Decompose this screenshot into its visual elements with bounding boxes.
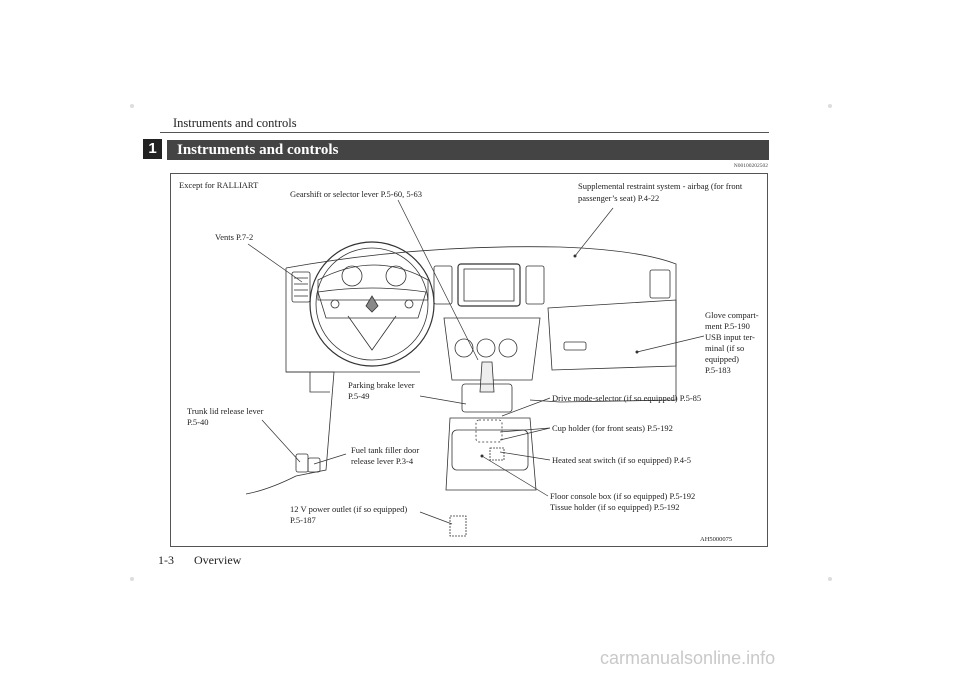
climate-dial-center [476, 338, 496, 358]
page-footer: 1-3 Overview [158, 553, 241, 568]
callout-heated-seat: Heated seat switch (if so equipped) P.4-… [552, 455, 692, 465]
glove-box [547, 299, 677, 371]
variant-label: Except for RALLIART [179, 180, 259, 190]
callout-parking-brake-line2: P.5-49 [348, 391, 370, 401]
callout-trunk-line1: Trunk lid release lever [187, 406, 264, 416]
callout-tissue-holder: Tissue holder (if so equipped) P.5-192 [550, 502, 680, 512]
callout-drive-mode: Drive mode-selector (if so equipped) P.5… [552, 393, 702, 403]
callout-glove-line4: minal (if so [705, 343, 745, 353]
callout-cup-holder: Cup holder (for front seats) P.5-192 [552, 423, 673, 433]
callout-trunk-line2: P.5-40 [187, 417, 209, 427]
callout-vents: Vents P.7-2 [215, 232, 254, 242]
callout-power-outlet-line2: P.5-187 [290, 515, 316, 525]
watermark: carmanualsonline.info [600, 648, 776, 668]
crop-mark [828, 104, 832, 108]
leader-lines [247, 199, 705, 525]
callout-glove-line2: ment P.5-190 [705, 321, 750, 331]
callout-glove-line6: P.5-183 [705, 365, 731, 375]
callout-floor-console: Floor console box (if so equipped) P.5-1… [550, 491, 696, 501]
callout-glove-line3: USB input ter- [705, 332, 755, 342]
chapter-name: Overview [194, 553, 242, 567]
figure-code: AH5000075 [700, 536, 733, 543]
left-vent [291, 271, 311, 303]
callout-srs-airbag-line2: passenger’s seat) P.4-22 [578, 193, 660, 203]
right-vent [649, 269, 671, 299]
climate-dial-left [454, 338, 474, 358]
section-title-bar [167, 140, 769, 160]
fuel-door-release-lever [307, 457, 321, 473]
crop-mark [130, 104, 134, 108]
callout-fuel-line2: release lever P.3-4 [351, 456, 414, 466]
chapter-badge: 1 [143, 139, 162, 159]
climate-dial-right [498, 338, 518, 358]
callout-fuel-line1: Fuel tank filler door [351, 445, 420, 455]
left-lower-panel [245, 371, 335, 495]
center-right-vent [525, 265, 545, 305]
power-outlet [449, 515, 467, 537]
callout-parking-brake-line1: Parking brake lever [348, 380, 415, 390]
running-header: Instruments and controls [173, 116, 297, 130]
crop-mark [130, 577, 134, 581]
steering-wheel [309, 241, 435, 367]
dashboard-illustration [245, 199, 705, 537]
callout-gearshift: Gearshift or selector lever P.5-60, 5-63 [290, 189, 422, 199]
center-console-upper [443, 317, 541, 381]
page-number: 1-3 [158, 553, 174, 567]
figure-frame [170, 173, 768, 547]
instrument-cluster [317, 264, 429, 301]
navigation-screen [457, 263, 521, 307]
dashboard-outline [285, 246, 677, 403]
section-title: Instruments and controls [177, 142, 339, 158]
crop-mark [828, 577, 832, 581]
callout-glove-line5: equipped) [705, 354, 739, 364]
brand-emblem-icon [365, 295, 379, 313]
heated-seat-switch [489, 447, 505, 461]
floor-console [445, 417, 537, 491]
leader-dots [480, 254, 639, 458]
callout-srs-airbag-line1: Supplemental restraint system - airbag (… [578, 181, 743, 191]
trunk-release-lever [295, 453, 309, 473]
center-left-vent [433, 265, 453, 305]
document-id: N00100202502 [733, 163, 768, 169]
callout-power-outlet-line1: 12 V power outlet (if so equipped) [290, 504, 408, 514]
callout-glove-line1: Glove compart- [705, 310, 759, 320]
cup-holder [475, 419, 503, 443]
gear-lever [479, 361, 495, 393]
header-rule [160, 132, 769, 133]
